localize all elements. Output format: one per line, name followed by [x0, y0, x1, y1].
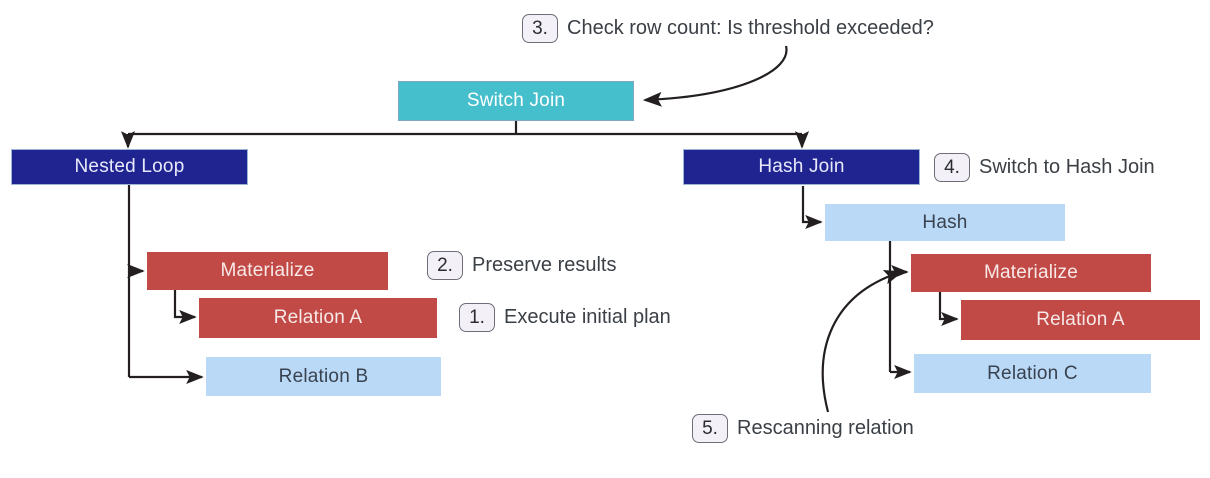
step-2-text: Preserve results	[472, 254, 617, 276]
step-annotation-5: 5. Rescanning relation	[692, 414, 914, 443]
step-5-text: Rescanning relation	[737, 417, 914, 439]
node-right-materialize[interactable]: Materialize	[911, 254, 1151, 292]
edge-hashjoin-to-hash	[801, 186, 823, 230]
node-hash[interactable]: Hash	[825, 204, 1065, 241]
node-hash-join[interactable]: Hash Join	[683, 149, 920, 185]
step-3-text: Check row count: Is threshold exceeded?	[567, 17, 934, 39]
edge-right-materialize-to-relation-a	[938, 292, 959, 327]
node-right-materialize-label: Materialize	[983, 262, 1079, 283]
step-2-badge: 2.	[427, 251, 463, 280]
step-annotation-3: 3. Check row count: Is threshold exceede…	[522, 14, 934, 43]
step-annotation-4: 4. Switch to Hash Join	[934, 153, 1155, 182]
step-1-badge: 1.	[459, 303, 495, 332]
step-4-badge: 4.	[934, 153, 970, 182]
node-right-relation-a[interactable]: Relation A	[961, 300, 1200, 340]
node-left-materialize[interactable]: Materialize	[147, 252, 388, 290]
edge-step3-to-switch-join	[642, 45, 788, 107]
node-nested-loop-label: Nested Loop	[74, 156, 185, 177]
node-hash-label: Hash	[922, 211, 968, 233]
step-annotation-2: 2. Preserve results	[427, 251, 617, 280]
edge-left-materialize-to-relation-a	[173, 290, 197, 325]
step-1-text: Execute initial plan	[504, 306, 671, 328]
node-relation-c[interactable]: Relation C	[914, 354, 1151, 393]
node-left-relation-b[interactable]: Relation B	[206, 357, 441, 396]
node-switch-join-label: Switch Join	[466, 90, 566, 111]
step-4-text: Switch to Hash Join	[979, 156, 1155, 178]
edge-step5-rescan	[821, 269, 904, 413]
node-left-relation-a[interactable]: Relation A	[199, 298, 437, 338]
step-3-badge: 3.	[522, 14, 558, 43]
node-switch-join[interactable]: Switch Join	[398, 81, 634, 121]
node-hash-join-label: Hash Join	[758, 156, 845, 177]
node-left-relation-b-label: Relation B	[278, 365, 369, 387]
node-left-materialize-label: Materialize	[220, 260, 315, 281]
step-annotation-1: 1. Execute initial plan	[459, 303, 671, 332]
node-nested-loop[interactable]: Nested Loop	[11, 149, 248, 185]
node-right-relation-a-label: Relation A	[1036, 309, 1125, 330]
step-5-badge: 5.	[692, 414, 728, 443]
node-left-relation-a-label: Relation A	[273, 307, 363, 328]
node-relation-c-label: Relation C	[987, 362, 1078, 384]
